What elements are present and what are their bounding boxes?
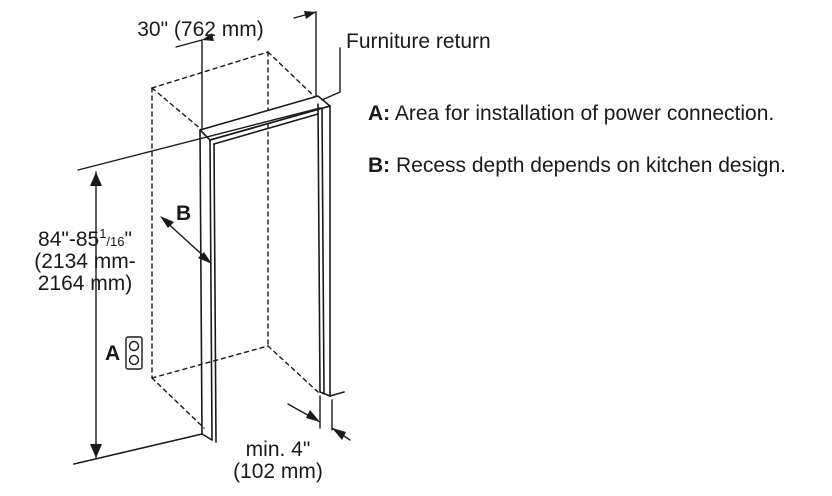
cabinet-frame	[199, 95, 331, 443]
height-label-sup: 1	[99, 226, 107, 241]
b-marker: B	[176, 202, 192, 225]
legend-text-a: Area for installation of power connectio…	[394, 102, 775, 125]
legend-text-b: Recess depth depends on kitchen design.	[396, 154, 786, 177]
width-label: 30" (762 mm)	[137, 18, 264, 41]
furniture-return-leader	[321, 47, 341, 101]
floor-line	[73, 433, 203, 465]
legend-key-b: B:	[368, 154, 391, 177]
power-outlet-icon	[125, 336, 143, 370]
height-label: 84"-851/16"	[20, 226, 150, 252]
legend-item-b: B: Recess depth depends on kitchen desig…	[368, 154, 786, 178]
furniture-return-label: Furniture return	[346, 30, 491, 53]
min-depth-line2: (102 mm)	[233, 460, 323, 483]
b-arrow	[163, 219, 209, 261]
height-mm-line2: 2164 mm)	[37, 272, 133, 295]
min-depth-line1: min. 4"	[245, 438, 311, 461]
height-dimension	[77, 107, 321, 459]
height-mm-line1: (2134 mm-	[34, 250, 136, 273]
a-marker: A	[105, 342, 121, 365]
legend-key-a: A:	[368, 102, 391, 125]
recess-outline	[151, 51, 319, 429]
height-label-main: 84"-85	[38, 228, 100, 251]
height-label-sub: /16	[106, 234, 125, 249]
height-label-end: "	[124, 228, 132, 251]
legend-item-a: A: Area for installation of power connec…	[368, 102, 774, 126]
